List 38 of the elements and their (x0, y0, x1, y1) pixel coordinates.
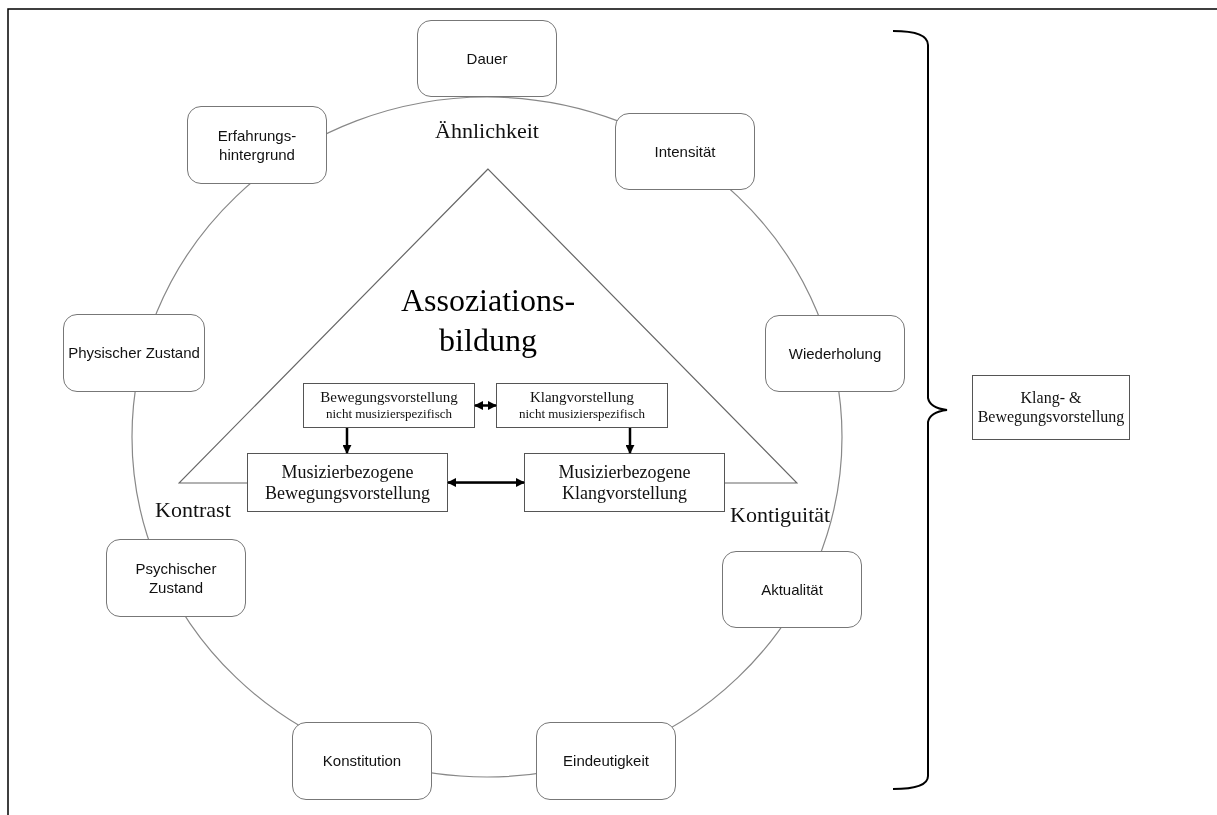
rounded-box (63, 314, 205, 392)
box-label: Eindeutigkeit (563, 751, 649, 771)
arrow (625, 428, 635, 454)
box-label: Konstitution (322, 751, 402, 771)
corner-label: Kontrast (155, 497, 231, 523)
triangle-label: Assoziations- bildung (399, 281, 577, 360)
concept-box (247, 453, 448, 512)
rounded-box (417, 20, 557, 97)
box-sublabel: nicht musizierspezifisch (326, 406, 452, 422)
summary-box (972, 375, 1130, 440)
corner-label: Ähnlichkeit (435, 118, 539, 144)
rounded-box (722, 551, 862, 628)
box-sublabel: nicht musizierspezifisch (519, 406, 645, 422)
rounded-box (765, 315, 905, 392)
rounded-box (187, 106, 327, 184)
concept-box (496, 383, 668, 428)
box-label: Wiederholung (788, 343, 882, 364)
arrow (474, 401, 497, 410)
box-label: Musizierbezogene Bewegungsvorstellung (264, 461, 431, 504)
arrow (342, 428, 352, 454)
box-label: Dauer (466, 48, 508, 69)
rounded-box (106, 539, 246, 617)
box-label: Bewegungsvorstellung (320, 389, 458, 407)
box-label: Klangvorstellung (529, 389, 635, 407)
box-label: Klang- & Bewegungsvorstellung (976, 389, 1126, 426)
rounded-box (292, 722, 432, 800)
box-label: Erfahrungs- hintergrund (216, 125, 298, 165)
box-label: Physischer Zustand (68, 343, 200, 363)
arrow (447, 478, 525, 487)
box-label: Aktualität (761, 579, 823, 600)
concept-box (303, 383, 475, 428)
box-label: Musizierbezogene Klangvorstellung (557, 461, 692, 504)
rounded-box (615, 113, 755, 190)
concept-box (524, 453, 725, 512)
box-label: Psychischer Zustand (134, 558, 218, 598)
corner-label: Kontiguität (730, 502, 831, 528)
box-label: Intensität (654, 141, 716, 162)
rounded-box (536, 722, 676, 800)
